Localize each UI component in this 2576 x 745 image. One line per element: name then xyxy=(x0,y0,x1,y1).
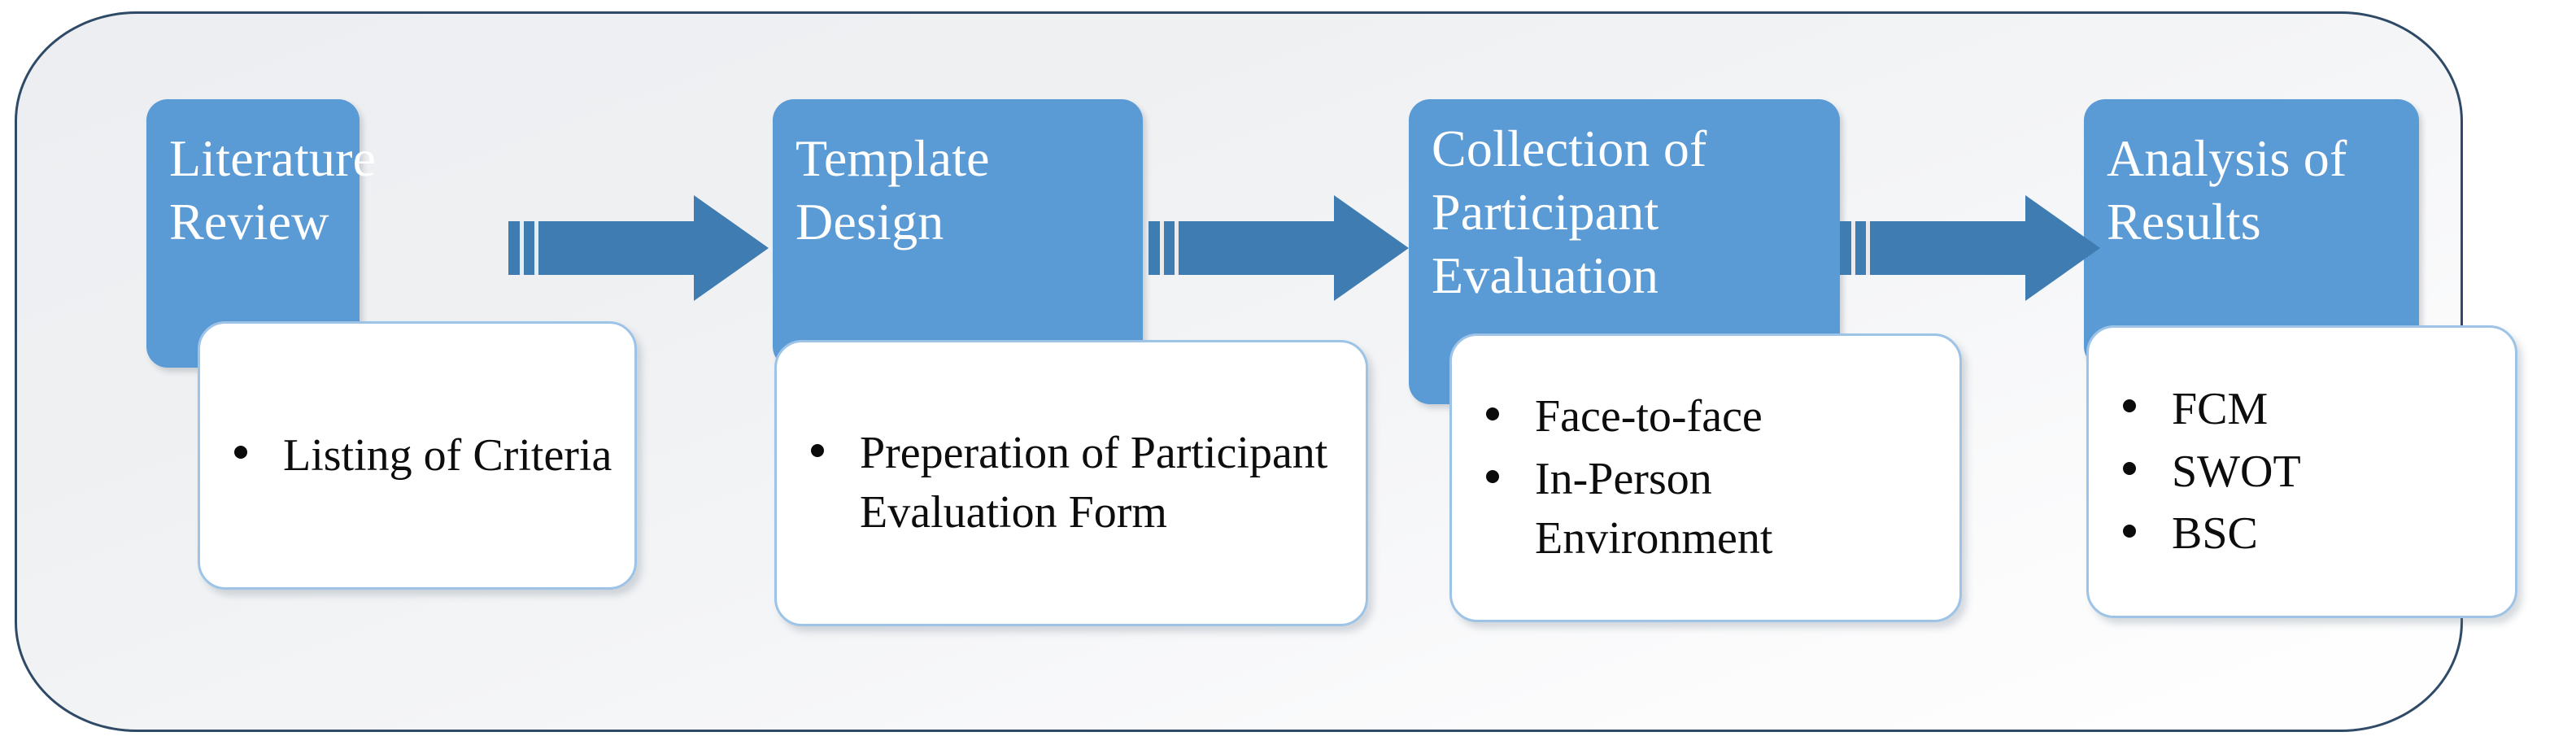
stage-header-template-design[interactable]: Template Design xyxy=(773,99,1143,368)
list-item: Listing of Criteria xyxy=(229,426,620,486)
stage-title-line: Evaluation xyxy=(1432,246,1659,305)
list-item: FCM xyxy=(2118,380,2500,439)
stage-card-literature-review[interactable]: Listing of Criteria xyxy=(198,321,637,590)
stage-title-line: Template xyxy=(795,129,990,187)
bullet-list: Face-to-face In-Person Environment xyxy=(1452,387,1959,568)
stage-title-line: Collection of xyxy=(1432,120,1707,177)
stage-title-line: Analysis of xyxy=(2107,129,2347,187)
list-item-label: BSC xyxy=(2172,508,2258,560)
bullet-dot-icon xyxy=(1486,469,1499,483)
bullet-list: FCM SWOT BSC xyxy=(2089,380,2515,564)
bullet-dot-icon xyxy=(2123,525,2136,538)
stage-card-analysis-of-results[interactable]: FCM SWOT BSC xyxy=(2086,325,2517,618)
bullet-dot-icon xyxy=(1486,407,1499,420)
stage-card-template-design[interactable]: Preperation of Participant Evaluation Fo… xyxy=(774,340,1368,626)
bullet-dot-icon xyxy=(234,446,247,460)
bullet-list: Preperation of Participant Evaluation Fo… xyxy=(777,424,1366,542)
list-item: BSC xyxy=(2118,504,2500,564)
list-item-label: Preperation of Participant Evaluation Fo… xyxy=(860,428,1328,538)
stage-title-line: Participant xyxy=(1432,183,1659,242)
list-item-label: Face-to-face xyxy=(1535,391,1763,442)
stage-title-line: Design xyxy=(795,193,944,251)
list-item-label: In-Person Environment xyxy=(1535,454,1773,564)
list-item-label: SWOT xyxy=(2172,446,2301,497)
list-item: Face-to-face xyxy=(1481,387,1945,447)
bullet-dot-icon xyxy=(811,443,824,457)
list-item: Preperation of Participant Evaluation Fo… xyxy=(806,424,1351,542)
bullet-dot-icon xyxy=(2123,462,2136,476)
right-arrow-icon-2 xyxy=(1149,195,1409,301)
stage-header-analysis-of-results[interactable]: Analysis of Results xyxy=(2084,99,2419,368)
right-arrow-icon-3 xyxy=(1840,195,2100,301)
list-item-label: FCM xyxy=(2172,383,2269,434)
stage-title-line: Literature xyxy=(169,129,377,187)
bullet-list: Listing of Criteria xyxy=(200,426,634,486)
stage-title-line: Review xyxy=(169,193,329,251)
list-item: SWOT xyxy=(2118,442,2500,502)
right-arrow-icon-1 xyxy=(508,195,769,301)
list-item-label: Listing of Criteria xyxy=(283,429,612,481)
list-item: In-Person Environment xyxy=(1481,450,1945,569)
stage-card-collection-of-participant-evaluation[interactable]: Face-to-face In-Person Environment xyxy=(1449,333,1962,622)
stage-title-line: Results xyxy=(2107,193,2261,251)
bullet-dot-icon xyxy=(2123,399,2136,413)
